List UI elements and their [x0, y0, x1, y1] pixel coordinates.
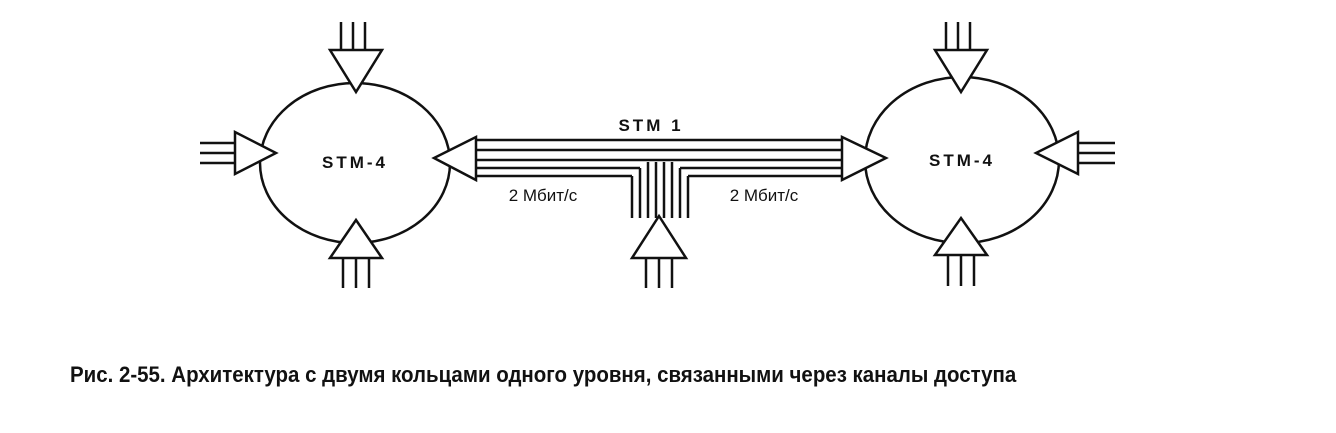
right-ring-top-tributary	[932, 22, 990, 95]
right-rate-label: 2 Мбит/с	[730, 186, 799, 205]
right-ring-right-tributary	[1033, 129, 1115, 177]
stm1-trunk	[475, 138, 842, 218]
left-ring-trunk-arrow	[431, 134, 478, 183]
left-ring-left-tributary	[200, 129, 279, 177]
left-rate-label: 2 Мбит/с	[509, 186, 578, 205]
access-channel-tributary	[629, 213, 689, 288]
stm1-label: STM 1	[618, 116, 683, 135]
right-ring-label: STM-4	[929, 151, 995, 170]
right-ring-trunk-arrow	[840, 135, 889, 183]
left-ring-top-tributary	[327, 22, 385, 95]
right-ring-bottom-tributary	[932, 215, 990, 286]
left-ring-label: STM-4	[322, 153, 388, 172]
left-ring-bottom-tributary	[327, 217, 385, 288]
figure-caption: Рис. 2-55. Архитектура с двумя кольцами …	[70, 362, 1017, 387]
